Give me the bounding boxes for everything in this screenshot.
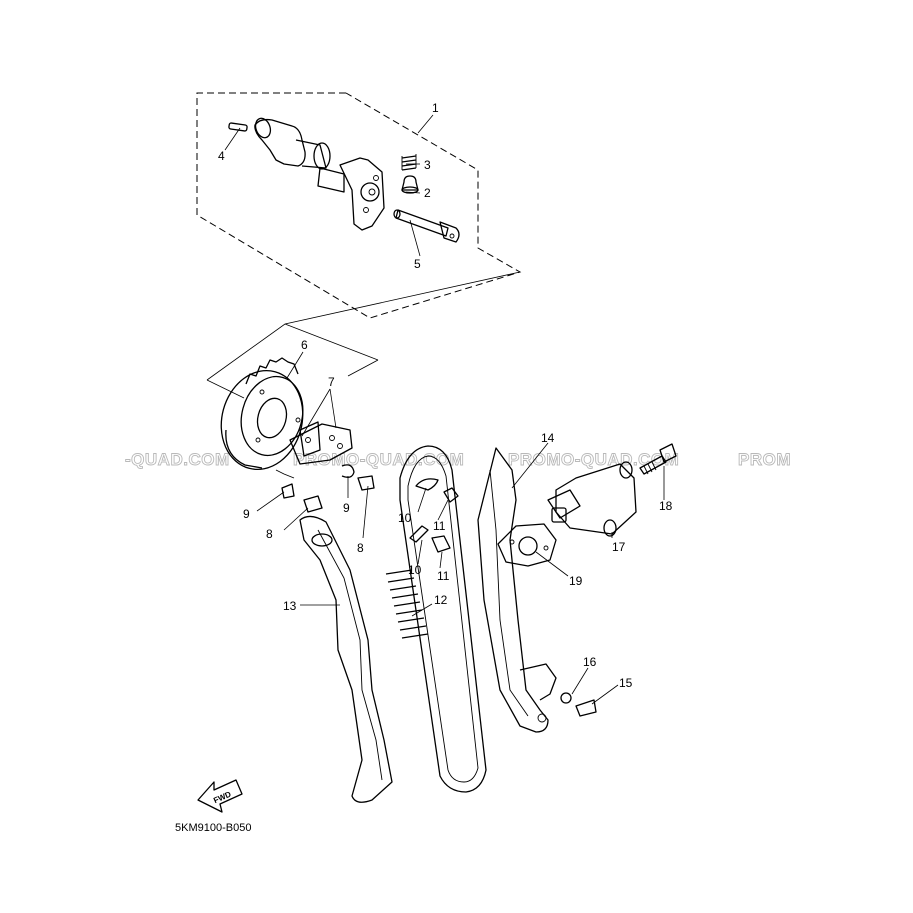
callout-10-b: 10 <box>408 563 422 577</box>
callout-9-b: 9 <box>343 501 350 515</box>
watermark-text: PROM <box>738 450 791 469</box>
watermark: -QUAD.COM PROMO-QUAD.COM PROMO-QUAD.COM … <box>125 450 791 470</box>
callout-5: 5 <box>414 257 421 271</box>
timing-chain <box>385 445 487 793</box>
callout-1: 1 <box>432 101 439 115</box>
decompressor-pin <box>401 175 419 194</box>
callout-15: 15 <box>619 676 633 690</box>
watermark-text: PROMO-QUAD.COM <box>293 450 464 469</box>
group-outline <box>206 271 521 399</box>
callout-13: 13 <box>283 599 297 613</box>
callout-8-a: 8 <box>266 527 273 541</box>
callout-4: 4 <box>218 149 225 163</box>
callout-19: 19 <box>569 574 583 588</box>
tensioner-cap-bolt <box>639 443 677 475</box>
callout-10-a: 10 <box>398 511 412 525</box>
camshaft <box>254 117 385 231</box>
leader-lines <box>224 114 665 705</box>
chain-guide-rear <box>299 515 393 803</box>
diagram-code: 5KM9100-B050 <box>175 822 251 834</box>
callout-12: 12 <box>434 593 448 607</box>
callout-18: 18 <box>659 499 673 513</box>
callout-3: 3 <box>424 158 431 172</box>
chain-guide-tensioner-side <box>477 447 557 733</box>
callout-14: 14 <box>541 431 555 445</box>
callout-17: 17 <box>612 540 626 554</box>
callout-11-a: 11 <box>433 519 446 533</box>
watermark-text: PROMO-QUAD.COM <box>508 450 679 469</box>
spring <box>401 154 417 171</box>
callout-2: 2 <box>424 186 431 200</box>
spring-and-pins <box>281 464 375 513</box>
tensioner-gasket <box>497 523 557 567</box>
chain-guide-bolts <box>409 478 459 553</box>
cam-chain-tensioner <box>547 461 637 537</box>
forward-arrow-icon: FWD <box>197 779 243 813</box>
decompressor-assembly <box>275 421 353 479</box>
callout-8-b: 8 <box>357 541 364 555</box>
cam-sprocket <box>220 357 304 471</box>
guide-bolt-and-washer <box>560 692 597 717</box>
callout-9-a: 9 <box>243 507 250 521</box>
watermark-text: -QUAD.COM <box>125 450 230 469</box>
camshaft-assembly-box <box>196 92 522 319</box>
dowel-pin <box>228 122 248 132</box>
callout-7: 7 <box>328 375 335 389</box>
callout-16: 16 <box>583 655 597 669</box>
decompressor-shaft <box>393 209 460 243</box>
callout-6: 6 <box>301 338 308 352</box>
callout-11-b: 11 <box>437 569 450 583</box>
callout-labels: 1 2 3 4 5 6 7 8 8 9 9 10 10 11 11 12 13 … <box>218 101 673 690</box>
